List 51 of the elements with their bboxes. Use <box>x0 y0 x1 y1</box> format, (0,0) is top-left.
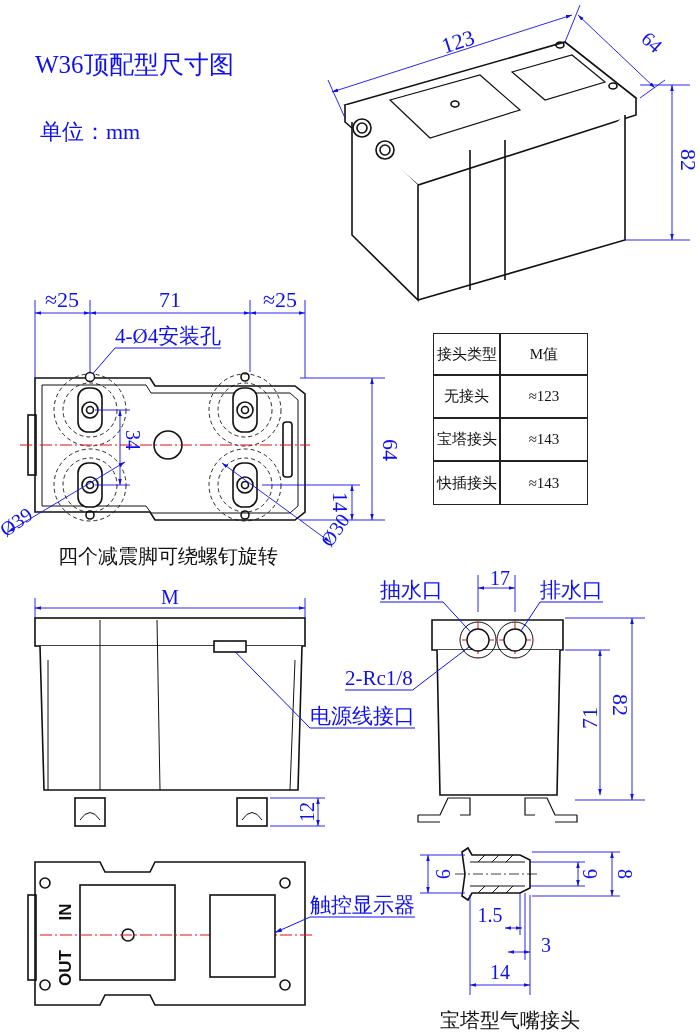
mounting-hole <box>84 371 96 383</box>
dimension-value: 123 <box>438 26 478 58</box>
table-header-cell: M值 <box>500 333 588 375</box>
callout-label: 4-Ø4安装孔 <box>115 326 222 347</box>
dimension-value: 1.5 <box>477 905 503 925</box>
table-header-cell: 接头类型 <box>433 333 500 375</box>
unit-note: 单位：mm <box>39 121 141 143</box>
leader-line <box>379 601 471 633</box>
view-caption: 宝塔型气嘴接头 <box>440 1010 580 1030</box>
table-cell: ≈143 <box>500 418 588 461</box>
dimension-value: 71 <box>159 289 181 311</box>
table-cell: 快插接头 <box>433 461 500 505</box>
dimension-value: M <box>161 587 179 607</box>
callout-label: 排水口 <box>540 580 603 601</box>
leader-line <box>234 651 416 729</box>
dimension-value: 9 <box>433 869 453 879</box>
dimension-value: ≈25 <box>44 289 80 311</box>
power-connector <box>213 640 247 653</box>
water-port <box>466 628 490 652</box>
dimension-value: 34 <box>123 430 143 450</box>
callout-label: 抽水口 <box>380 580 443 601</box>
callout-label: 触控显示器 <box>310 895 415 916</box>
dimension-value: 14 <box>330 492 350 512</box>
dimension-value: ≈25 <box>262 289 298 311</box>
view-caption: 四个减震脚可绕螺钉旋转 <box>58 546 278 566</box>
leader-line <box>92 347 222 375</box>
dimension-value: 64 <box>379 439 401 461</box>
dimension-value: 82 <box>609 694 631 716</box>
dimension-value: 82 <box>677 149 699 171</box>
dimension-value: 71 <box>579 707 601 729</box>
panel-marking: OUT <box>56 950 74 986</box>
dimension-value: 12 <box>297 802 317 822</box>
water-port <box>503 628 527 652</box>
leader-line <box>274 916 416 934</box>
table-cell: 无接头 <box>433 375 500 418</box>
table-cell: ≈143 <box>500 461 588 505</box>
dimension-value: 17 <box>490 568 510 588</box>
callout-label: 电源线接口 <box>310 706 415 727</box>
panel-marking: IN <box>56 903 74 921</box>
title: W36顶配型尺寸图 <box>35 52 234 77</box>
leader-line <box>520 601 604 632</box>
dimension-value: 14 <box>490 962 510 982</box>
table-cell: 宝塔接头 <box>433 418 500 461</box>
leader-line <box>344 646 470 691</box>
display-screen <box>209 894 276 978</box>
dimension-value: 8 <box>615 869 635 879</box>
table-cell: ≈123 <box>500 375 588 418</box>
dimension-value: 3 <box>541 935 551 955</box>
dimension-value: 64 <box>637 27 667 57</box>
callout-label: 2-Rc1/8 <box>345 668 413 689</box>
dimension-value: 6 <box>580 869 600 879</box>
